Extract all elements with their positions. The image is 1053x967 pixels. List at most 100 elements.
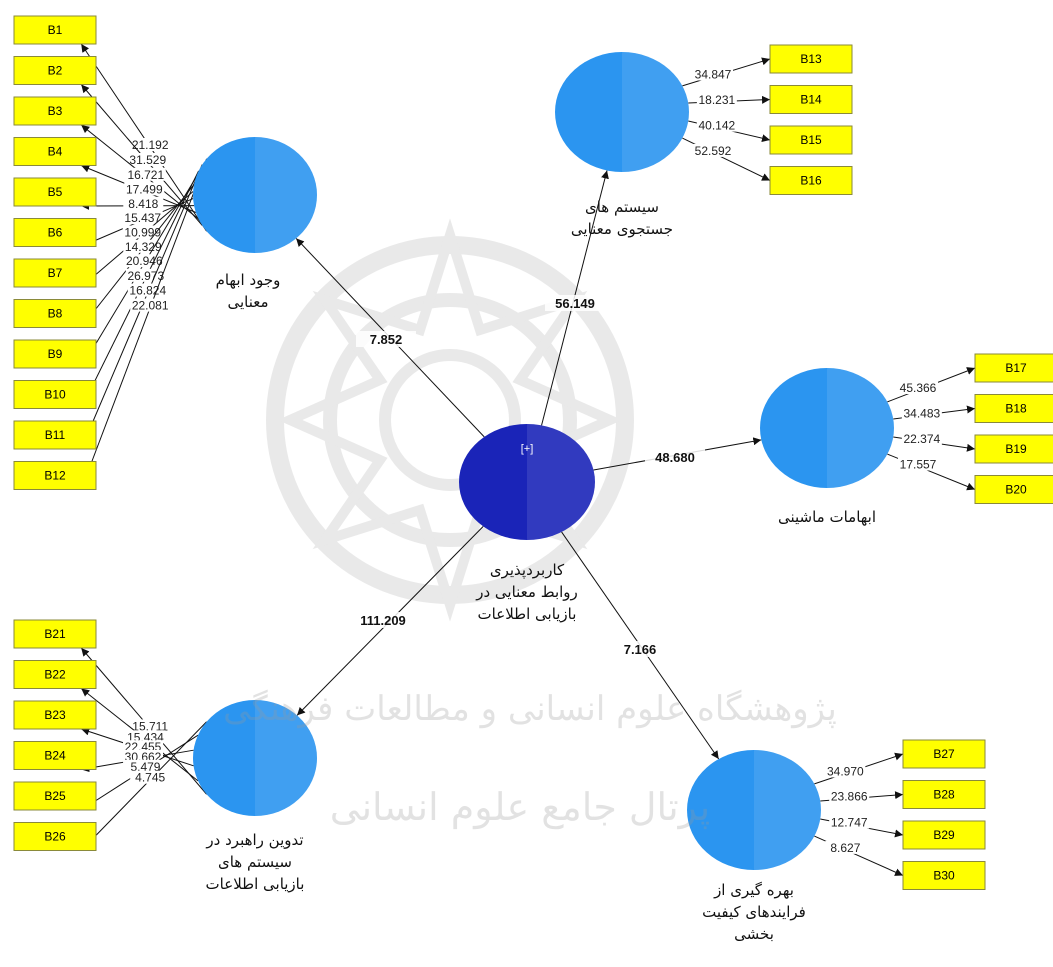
latent-label-quality: بهره گیری از xyxy=(713,881,794,899)
indicator-box-b12[interactable] xyxy=(13,461,97,490)
indicator-box-b5[interactable] xyxy=(13,177,97,207)
indicator-label-b13: B13 xyxy=(800,52,822,66)
indicator-box-b14[interactable] xyxy=(769,85,853,114)
indicator-label-b14: B14 xyxy=(800,93,822,107)
indicator-label-b27: B27 xyxy=(933,747,955,761)
indicator-box-b24[interactable] xyxy=(13,741,97,770)
loading-value-bg xyxy=(122,211,163,225)
indicator-box-b10[interactable] xyxy=(13,380,97,409)
indicator-label-b30: B30 xyxy=(933,869,955,883)
loading-value-b6: 15.437 xyxy=(124,211,161,225)
indicator-box-b15[interactable] xyxy=(769,125,853,155)
indicator-box-b9[interactable] xyxy=(13,339,97,369)
watermark-line: پرتال جامع علوم انسانی xyxy=(330,785,710,830)
watermark-emblem xyxy=(266,218,634,622)
loading-value-bg xyxy=(829,789,870,803)
indicator-box-b20[interactable] xyxy=(974,475,1053,504)
loading-value-bg xyxy=(130,298,171,312)
loading-value-b29: 12.747 xyxy=(831,816,868,830)
loading-value-b13: 34.847 xyxy=(695,67,732,81)
latent-circle-search[interactable] xyxy=(555,52,689,172)
indicator-box-b7[interactable] xyxy=(13,258,97,288)
latent-circle-shade xyxy=(527,424,595,540)
indicator-box-b2[interactable] xyxy=(13,56,97,85)
indicator-box-b18[interactable] xyxy=(974,394,1053,423)
indicator-label-b4: B4 xyxy=(48,145,63,159)
watermark-line: پژوهشگاه علوم انسانی و مطالعات فرهنگی xyxy=(223,689,837,729)
latent-label-central: کاربردپذیری xyxy=(490,561,565,580)
indicator-label-b18: B18 xyxy=(1005,402,1027,416)
indicator-label-b1: B1 xyxy=(48,23,63,37)
indicator-label-b16: B16 xyxy=(800,174,822,188)
loading-arrow-b7 xyxy=(80,191,194,288)
indicator-box-b29[interactable] xyxy=(902,820,986,850)
indicator-box-b4[interactable] xyxy=(13,137,97,166)
loading-value-bg xyxy=(124,182,165,196)
indicator-label-b3: B3 xyxy=(48,104,63,118)
loading-value-b25: 5.479 xyxy=(130,760,160,774)
loading-value-bg xyxy=(127,153,168,167)
latent-circle-machine[interactable] xyxy=(760,368,894,488)
indicator-box-b26[interactable] xyxy=(13,822,97,851)
loading-arrow-b26 xyxy=(80,721,207,851)
loading-value-b9: 20.946 xyxy=(126,254,163,268)
latent-label-search: جستجوی معنایی xyxy=(571,220,673,238)
loading-value-bg xyxy=(696,118,737,132)
indicator-box-b27[interactable] xyxy=(902,739,986,769)
latent-label-strategy: سیستم های xyxy=(218,853,292,871)
indicator-box-b13[interactable] xyxy=(769,44,853,74)
indicator-box-b6[interactable] xyxy=(13,218,97,247)
loading-value-b12: 22.081 xyxy=(132,299,169,313)
indicator-box-b22[interactable] xyxy=(13,660,97,689)
indicator-label-b10: B10 xyxy=(44,388,66,402)
loading-value-bg xyxy=(693,143,734,157)
indicator-label-b29: B29 xyxy=(933,828,955,842)
loading-value-b27: 34.970 xyxy=(827,764,864,778)
indicator-label-b6: B6 xyxy=(48,226,63,240)
indicator-box-b25[interactable] xyxy=(13,781,97,811)
indicator-box-b16[interactable] xyxy=(769,166,853,195)
latent-circle-quality[interactable] xyxy=(687,750,821,870)
indicator-box-b23[interactable] xyxy=(13,700,97,730)
indicator-label-b12: B12 xyxy=(44,469,66,483)
loading-value-b19: 22.374 xyxy=(904,432,941,446)
indicator-box-b30[interactable] xyxy=(902,861,986,890)
indicator-box-b1[interactable] xyxy=(13,15,97,45)
indicator-label-b22: B22 xyxy=(44,668,66,682)
latent-label-quality: بخشی xyxy=(734,925,774,943)
latent-circle-strategy[interactable] xyxy=(193,700,317,816)
indicator-box-b19[interactable] xyxy=(974,434,1053,464)
indicator-box-b8[interactable] xyxy=(13,299,97,328)
loading-value-b10: 26.973 xyxy=(127,269,164,283)
latent-circle-ambiguity[interactable] xyxy=(193,137,317,253)
loading-value-b30: 8.627 xyxy=(830,841,860,855)
indicator-box-b3[interactable] xyxy=(13,96,97,126)
latent-label-search: سیستم های xyxy=(585,198,659,216)
indicator-box-b21[interactable] xyxy=(13,619,97,649)
latent-circle-shade xyxy=(827,368,894,488)
loading-value-b18: 34.483 xyxy=(904,406,941,420)
path-coefficient-bg xyxy=(545,295,605,311)
loading-value-bg xyxy=(130,137,171,151)
loading-value-bg xyxy=(125,759,166,773)
loading-value-bg xyxy=(898,457,939,471)
loading-value-b7: 10.999 xyxy=(124,225,161,239)
indicator-box-b28[interactable] xyxy=(902,780,986,809)
latent-label-machine: ابهامات ماشینی xyxy=(778,508,876,526)
latent-circle-central[interactable] xyxy=(459,424,595,540)
loading-value-bg xyxy=(825,840,866,854)
expand-badge[interactable]: [+] xyxy=(521,443,534,455)
latent-label-quality: فرایندهای کیفیت xyxy=(702,903,806,921)
latent-circle-shade xyxy=(255,700,317,816)
indicator-label-b19: B19 xyxy=(1005,442,1027,456)
indicator-box-b17[interactable] xyxy=(974,353,1053,383)
indicator-box-b11[interactable] xyxy=(13,420,97,450)
latent-label-central: روابط معنایی در xyxy=(475,583,578,601)
loading-value-bg xyxy=(901,406,942,420)
latent-circle-shade xyxy=(255,137,317,253)
loading-value-bg xyxy=(130,770,171,784)
loading-value-bg xyxy=(125,268,166,282)
loading-value-b2: 31.529 xyxy=(129,153,166,167)
indicator-label-b8: B8 xyxy=(48,307,63,321)
